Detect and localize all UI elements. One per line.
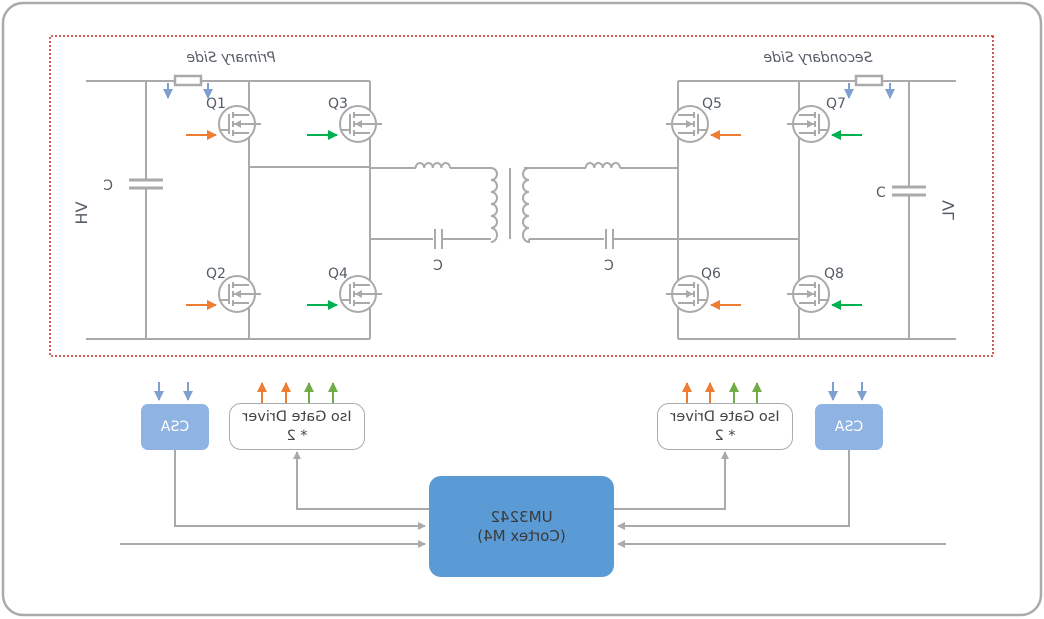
secondary-resonant-inductor <box>584 162 621 169</box>
primary-series-capacitor <box>434 229 443 249</box>
secondary-dc-capacitor <box>892 185 926 197</box>
csa-label: CSA <box>834 419 864 435</box>
primary-series-cap-label: C <box>433 258 443 274</box>
primary-side-title: Primary Side <box>186 50 275 66</box>
csa-label: CSA <box>160 419 190 435</box>
q3-label: Q3 <box>328 96 348 112</box>
gate-driver-block-secondary: Iso Gate Driver * 2 <box>657 403 793 450</box>
secondary-series-capacitor <box>605 229 614 249</box>
gate-driver-count: * 2 <box>714 427 736 444</box>
mosfet-q7 <box>786 105 830 143</box>
primary-sense-arrows <box>163 83 213 99</box>
primary-shunt-resistor <box>173 74 203 87</box>
gate-driver-label: Iso Gate Driver <box>670 408 780 425</box>
control-signal-lines <box>120 450 946 548</box>
mcu-core: (Cortex M4) <box>477 526 566 545</box>
gate-driver-count: * 2 <box>286 427 308 444</box>
q8-label: Q8 <box>824 266 844 282</box>
primary-resonant-inductor <box>414 162 451 169</box>
secondary-shunt-resistor <box>854 74 884 87</box>
primary-cap-label: C <box>103 178 113 194</box>
q4-label: Q4 <box>328 266 348 282</box>
transformer-primary-winding <box>490 167 498 243</box>
q1-label: Q1 <box>206 96 226 112</box>
secondary-wiring <box>524 80 956 340</box>
secondary-cap-label: C <box>876 185 886 201</box>
mcu-name: UM3242 <box>490 507 553 526</box>
q6-label: Q6 <box>701 266 721 282</box>
q7-label: Q7 <box>826 96 846 112</box>
primary-voltage-label: VH <box>72 202 91 225</box>
mosfet-q8 <box>786 275 830 313</box>
gate-driver-label: Iso Gate Driver <box>242 408 352 425</box>
gate-driver-block-primary: Iso Gate Driver * 2 <box>229 403 365 450</box>
q2-label: Q2 <box>206 266 226 282</box>
transformer-secondary-winding <box>522 167 530 244</box>
mcu-label: UM3242(Cortex M4) <box>477 508 566 546</box>
csa-input-arrows <box>154 382 867 401</box>
mcu-block: UM3242(Cortex M4) <box>429 476 614 577</box>
secondary-series-cap-label: C <box>604 258 614 274</box>
csa-block-secondary: CSA <box>815 404 883 450</box>
primary-dc-capacitor <box>129 178 163 190</box>
secondary-side-title: Secondary Side <box>764 50 873 66</box>
secondary-sense-arrows <box>844 83 895 99</box>
csa-block-primary: CSA <box>141 404 209 450</box>
q5-label: Q5 <box>702 96 722 112</box>
primary-wiring <box>86 80 491 340</box>
gate-arrows <box>186 130 862 310</box>
driver-output-arrows <box>257 382 762 403</box>
power-stage-region <box>49 35 994 357</box>
secondary-voltage-label: VL <box>939 200 958 220</box>
